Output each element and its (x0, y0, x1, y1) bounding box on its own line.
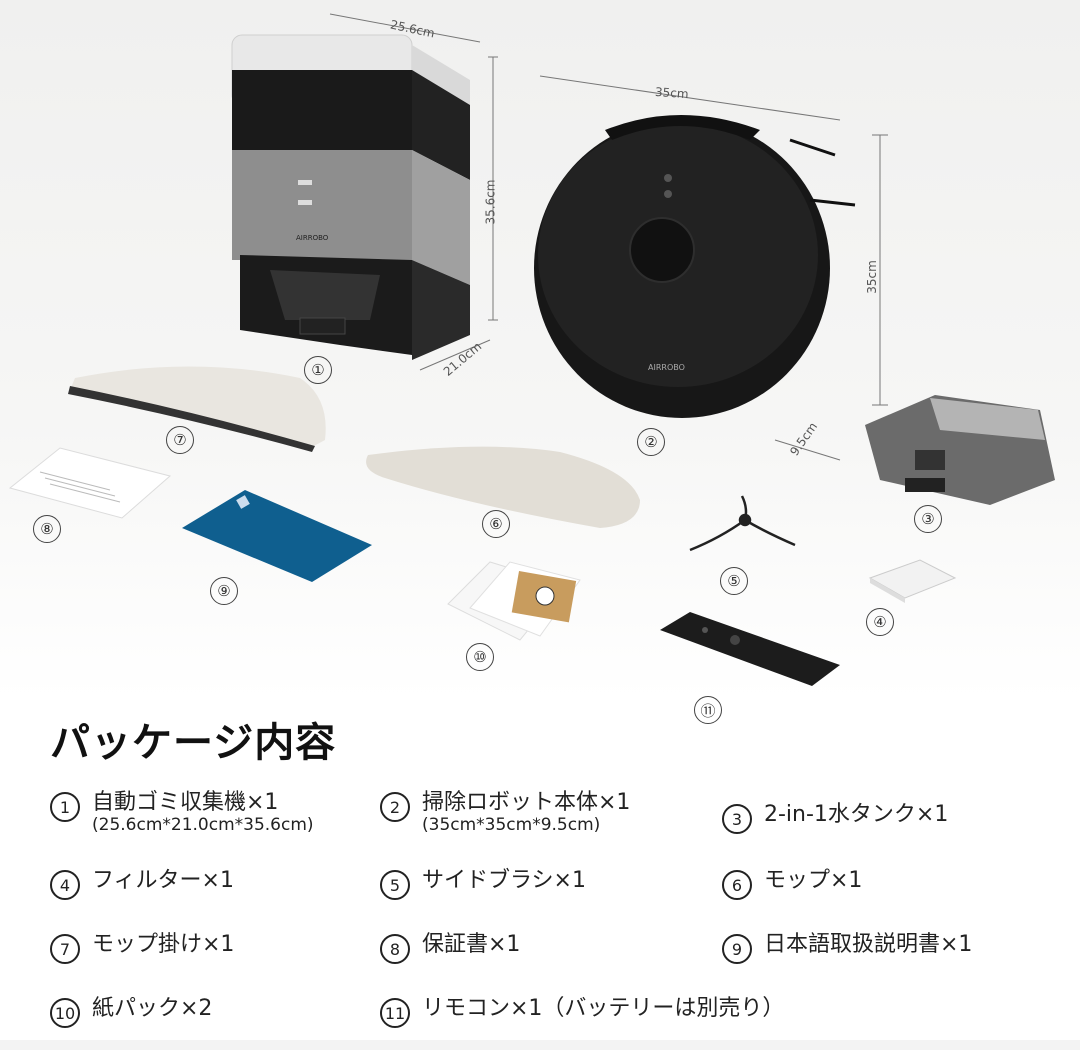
robot-vacuum-image: AIRROBO (534, 115, 856, 418)
list-item: 6 モップ×1 (722, 868, 862, 900)
manual-image (182, 490, 372, 582)
item-sub-label: (35cm*35cm*9.5cm) (422, 815, 601, 835)
item-number: 1 (50, 792, 80, 822)
item-label: 自動ゴミ収集機×1 (92, 790, 279, 815)
warranty-card-image (8, 447, 172, 519)
item-sub-label: (25.6cm*21.0cm*35.6cm) (92, 815, 314, 835)
list-item: 4 フィルター×1 (50, 868, 234, 900)
marker-2: ② (637, 428, 665, 456)
item-number: 2 (380, 792, 410, 822)
side-brush-image (689, 495, 796, 552)
dock-dimension-lines (329, 13, 498, 371)
marker-5: ⑤ (720, 567, 748, 595)
robot-brand-logo: AIRROBO (648, 363, 685, 372)
product-drawings: AIRROBO AIRROBO (8, 13, 1055, 686)
robot-depth-label: 35cm (864, 260, 879, 294)
paper-bags-image (447, 561, 581, 641)
dock-brand-logo: AIRROBO (296, 234, 329, 242)
robot-width-label: 35cm (654, 84, 690, 102)
marker-3: ③ (914, 505, 942, 533)
item-number: 10 (50, 998, 80, 1028)
product-illustration: AIRROBO AIRROBO (0, 0, 1080, 724)
item-number: 7 (50, 934, 80, 964)
item-label: フィルター×1 (92, 868, 234, 893)
item-number: 8 (380, 934, 410, 964)
bottom-strip (0, 1040, 1080, 1050)
list-item: 10 紙パック×2 (50, 996, 212, 1028)
item-label: サイドブラシ×1 (422, 868, 586, 893)
package-contents-list: 1 自動ゴミ収集機×1 (25.6cm*21.0cm*35.6cm) 2 掃除ロ… (50, 790, 1060, 1040)
marker-10: ⑩ (466, 643, 494, 671)
item-label: 日本語取扱説明書×1 (764, 932, 973, 957)
item-number: 11 (380, 998, 410, 1028)
marker-1: ① (304, 356, 332, 384)
dock-station-image: AIRROBO (231, 34, 470, 360)
item-label: モップ掛け×1 (92, 932, 235, 957)
list-item: 2 掃除ロボット本体×1 (35cm*35cm*9.5cm) (380, 790, 630, 834)
marker-9: ⑨ (210, 577, 238, 605)
page-title: パッケージ内容 (50, 720, 337, 766)
item-label: 2-in-1水タンク×1 (764, 802, 949, 827)
list-item: 8 保証書×1 (380, 932, 520, 964)
marker-6: ⑥ (482, 510, 510, 538)
item-label: モップ×1 (764, 868, 863, 893)
item-label: 保証書×1 (422, 932, 521, 957)
list-item: 3 2-in-1水タンク×1 (722, 802, 948, 834)
water-tank-image (865, 395, 1055, 505)
item-number: 6 (722, 870, 752, 900)
dock-height-label: 35.6cm (483, 179, 498, 225)
mop-holder-image (68, 366, 326, 452)
marker-8: ⑧ (33, 515, 61, 543)
item-label: リモコン×1（バッテリーは別売り） (422, 996, 785, 1021)
marker-11: ⑪ (694, 696, 722, 724)
marker-4: ④ (866, 608, 894, 636)
list-item: 9 日本語取扱説明書×1 (722, 932, 972, 964)
item-number: 4 (50, 870, 80, 900)
list-item: 11 リモコン×1（バッテリーは別売り） (380, 996, 784, 1028)
marker-7: ⑦ (166, 426, 194, 454)
item-label: 掃除ロボット本体×1 (422, 790, 631, 815)
list-item: 1 自動ゴミ収集機×1 (25.6cm*21.0cm*35.6cm) (50, 790, 314, 834)
robot-dimension-lines (539, 75, 888, 461)
remote-image (660, 612, 840, 686)
item-label: 紙パック×2 (92, 996, 213, 1021)
mop-image (366, 446, 640, 528)
filter-image (868, 559, 957, 603)
list-item: 7 モップ掛け×1 (50, 932, 234, 964)
item-number: 3 (722, 804, 752, 834)
item-number: 9 (722, 934, 752, 964)
item-number: 5 (380, 870, 410, 900)
list-item: 5 サイドブラシ×1 (380, 868, 586, 900)
